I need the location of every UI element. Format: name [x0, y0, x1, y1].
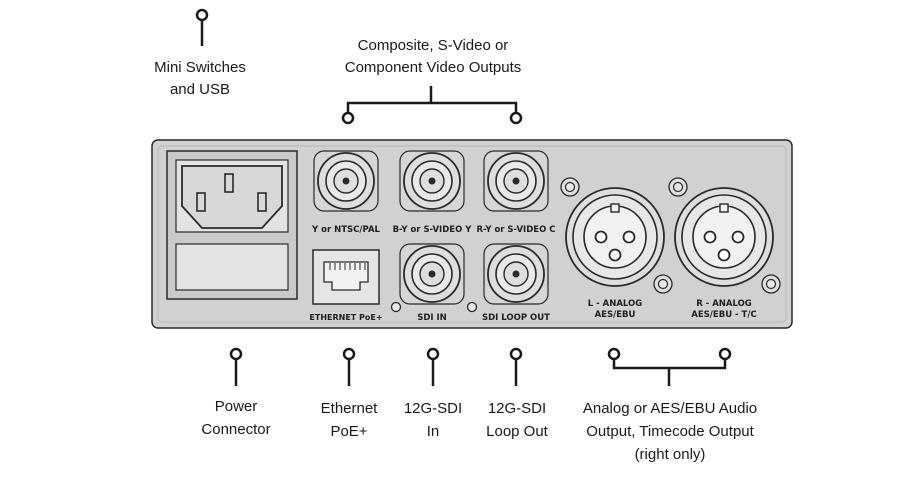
xlr-right-connector	[668, 177, 781, 294]
callout-audio: Analog or AES/EBU Audio Output, Timecode…	[583, 347, 757, 463]
bnc-y-label: Y or NTSC/PAL	[311, 225, 381, 235]
power-connector	[166, 150, 298, 300]
sdi-in-panel-label: SDI IN	[417, 313, 447, 323]
ethernet-port	[312, 249, 380, 305]
callout-power: Power Connector	[201, 347, 271, 438]
callout-ethernet: Ethernet PoE+	[321, 347, 379, 440]
ethernet-panel-label: ETHERNET PoE+	[309, 313, 382, 322]
xlr-left-label-line1: L - ANALOG	[588, 299, 642, 309]
callout-sdi-in: 12G-SDI In	[404, 347, 462, 440]
audio-label-line3: (right only)	[635, 446, 706, 463]
bnc-y-connector	[313, 150, 379, 212]
xlr-left-label-line2: AES/EBU	[595, 310, 636, 320]
xlr-left-connector	[560, 177, 673, 294]
callout-video-outputs: Composite, S-Video or Component Video Ou…	[341, 37, 523, 125]
video-outputs-label-line1: Composite, S-Video or	[358, 37, 509, 54]
sdi-loop-label-line2: Loop Out	[486, 423, 549, 440]
sdi-loop-out-connector	[483, 243, 549, 305]
bnc-by-label: B-Y or S-VIDEO Y	[393, 225, 473, 235]
power-label-line1: Power	[215, 398, 258, 415]
sdi-loop-label-line1: 12G-SDI	[488, 400, 546, 417]
ethernet-label-line1: Ethernet	[321, 400, 379, 417]
sdi-in-connector	[399, 243, 465, 305]
sdi-in-label-line1: 12G-SDI	[404, 400, 462, 417]
bnc-ry-label: R-Y or S-VIDEO C	[477, 225, 556, 235]
power-label-line2: Connector	[201, 421, 270, 438]
sdi-in-label-line2: In	[427, 423, 440, 440]
xlr-right-label-line2: AES/EBU - T/C	[691, 310, 756, 320]
callout-mini-switches: Mini Switches and USB	[154, 8, 246, 98]
mini-switches-label-line1: Mini Switches	[154, 59, 246, 76]
callout-sdi-loop: 12G-SDI Loop Out	[486, 347, 549, 440]
mini-switches-label-line2: and USB	[170, 81, 230, 98]
video-outputs-label-line2: Component Video Outputs	[345, 59, 522, 76]
sdi-in-led	[390, 301, 402, 313]
ethernet-label-line2: PoE+	[330, 423, 367, 440]
sdi-loop-led	[466, 301, 478, 313]
bnc-ry-connector	[483, 150, 549, 212]
xlr-right-label-line1: R - ANALOG	[696, 299, 752, 309]
sdi-loop-panel-label: SDI LOOP OUT	[482, 313, 550, 323]
audio-label-line2: Output, Timecode Output	[586, 423, 754, 440]
audio-label-line1: Analog or AES/EBU Audio	[583, 400, 757, 417]
bnc-by-connector	[399, 150, 465, 212]
